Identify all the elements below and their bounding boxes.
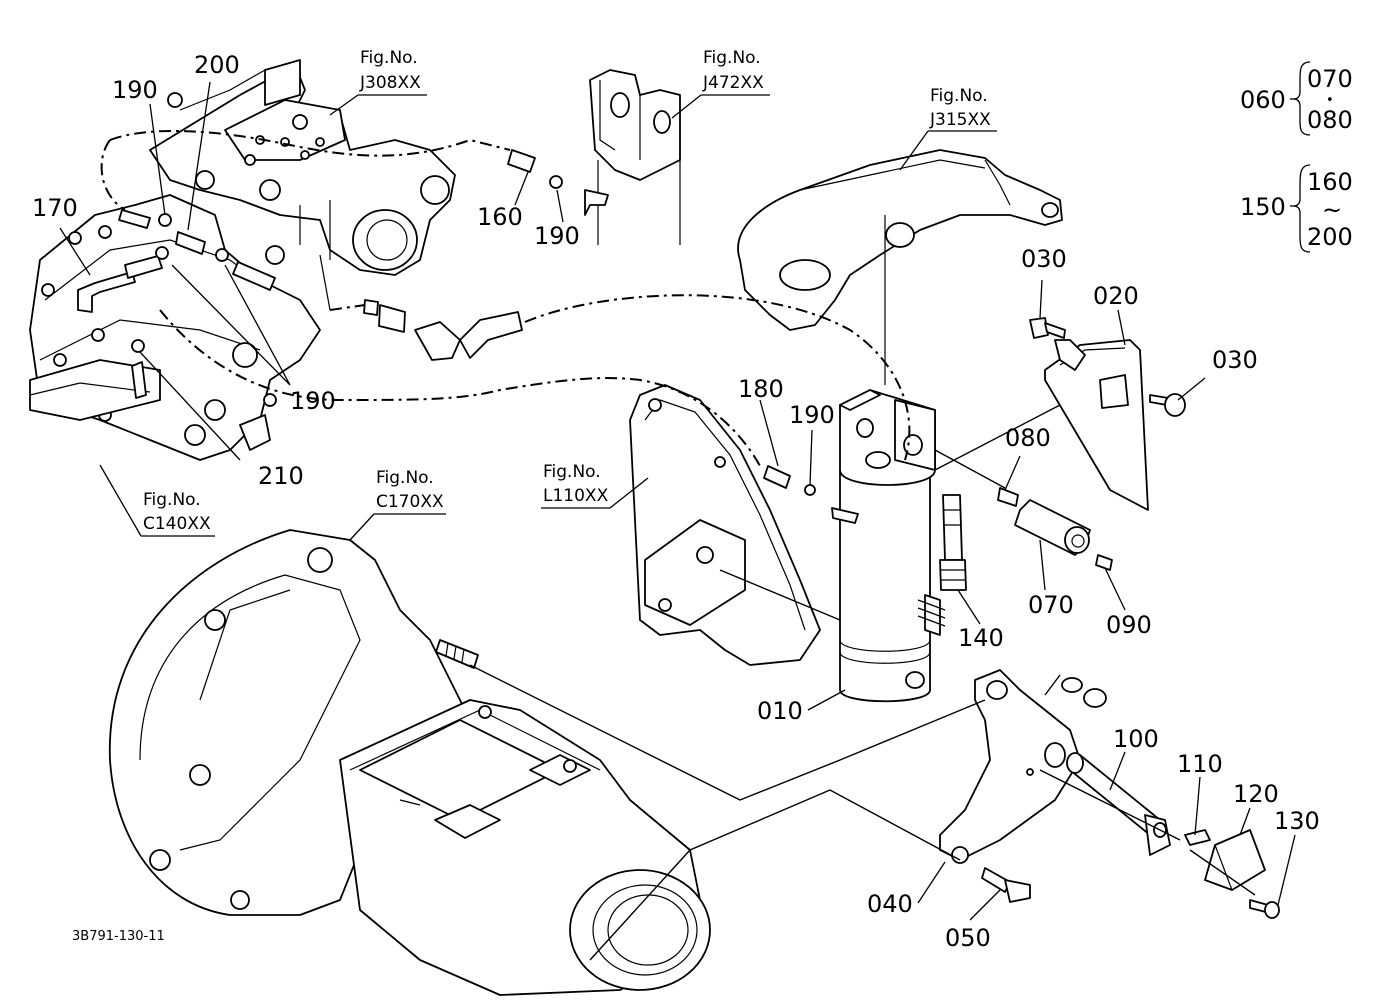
nut-washer xyxy=(1061,677,1107,708)
svg-text:J315XX: J315XX xyxy=(929,110,991,130)
callout-030-a[interactable]: 030 xyxy=(1021,245,1067,273)
fig-ref-j315[interactable]: Fig.No. J315XX xyxy=(899,86,997,171)
pin-100 xyxy=(1066,752,1171,856)
callout-130[interactable]: 130 xyxy=(1274,807,1320,835)
hose-fittings-left xyxy=(77,149,859,524)
hose-routes xyxy=(100,129,911,467)
callout-080-group[interactable]: 080 xyxy=(1307,106,1353,134)
part-callouts: 190 200 170 190 210 160 190 030 020 030 … xyxy=(32,51,1320,952)
svg-text:Fig.No.: Fig.No. xyxy=(703,48,761,68)
fig-ref-j472[interactable]: Fig.No. J472XX xyxy=(671,48,770,119)
svg-text:~: ~ xyxy=(1322,196,1342,224)
svg-text:Fig.No.: Fig.No. xyxy=(143,490,201,510)
svg-text:•: • xyxy=(1326,93,1334,108)
fig-ref-j308[interactable]: Fig.No. J308XX xyxy=(329,48,427,116)
callout-160[interactable]: 160 xyxy=(477,203,523,231)
callout-200[interactable]: 200 xyxy=(194,51,240,79)
fig-ref-l110[interactable]: Fig.No. L110XX xyxy=(541,462,649,509)
bolt-030-upper xyxy=(1029,317,1066,339)
bracket-040 xyxy=(939,669,1081,864)
svg-text:Fig.No.: Fig.No. xyxy=(376,468,434,488)
svg-text:Fig.No.: Fig.No. xyxy=(543,462,601,482)
bolt-030-right xyxy=(1149,393,1186,417)
svg-text:Fig.No.: Fig.No. xyxy=(930,86,988,106)
fig-ref-c170[interactable]: Fig.No. C170XX xyxy=(349,468,446,541)
callout-050[interactable]: 050 xyxy=(945,924,991,952)
assembly-lines xyxy=(469,404,1256,961)
leader-lines xyxy=(59,81,1296,921)
lift-arm xyxy=(737,149,1063,385)
svg-text:C140XX: C140XX xyxy=(143,514,211,534)
group-150: 150 160 ~ 200 xyxy=(1240,164,1353,253)
callout-040[interactable]: 040 xyxy=(867,890,913,918)
callout-120[interactable]: 120 xyxy=(1233,780,1279,808)
sensor-070 xyxy=(997,487,1113,571)
clip-110 xyxy=(1184,829,1211,846)
callout-080[interactable]: 080 xyxy=(1005,424,1051,452)
callout-010[interactable]: 010 xyxy=(757,697,803,725)
svg-text:C170XX: C170XX xyxy=(376,492,444,512)
svg-text:J308XX: J308XX xyxy=(359,73,421,93)
bolt-050 xyxy=(981,867,1031,903)
callout-180[interactable]: 180 xyxy=(738,375,784,403)
top-link-bracket xyxy=(589,69,681,245)
callout-160-group[interactable]: 160 xyxy=(1307,168,1353,196)
guard-plate xyxy=(1044,339,1149,511)
callout-090[interactable]: 090 xyxy=(1106,611,1152,639)
drawing-number: 3B791-130-11 xyxy=(72,929,165,944)
fitting-140 xyxy=(939,494,967,591)
callout-110[interactable]: 110 xyxy=(1177,750,1223,778)
cover-120 xyxy=(1204,829,1266,891)
callout-210[interactable]: 210 xyxy=(258,462,304,490)
fig-ref-c140[interactable]: Fig.No. C140XX xyxy=(99,464,215,537)
callout-190-b[interactable]: 190 xyxy=(290,387,336,415)
callout-170[interactable]: 170 xyxy=(32,194,78,222)
lift-cylinder xyxy=(839,389,946,703)
callout-100[interactable]: 100 xyxy=(1113,725,1159,753)
callout-190-d[interactable]: 190 xyxy=(789,401,835,429)
callout-200-group[interactable]: 200 xyxy=(1307,223,1353,251)
callout-150[interactable]: 150 xyxy=(1240,193,1286,221)
callout-060[interactable]: 060 xyxy=(1240,86,1286,114)
callout-020[interactable]: 020 xyxy=(1093,282,1139,310)
callout-190-c[interactable]: 190 xyxy=(534,222,580,250)
callout-070[interactable]: 070 xyxy=(1028,591,1074,619)
callout-030-b[interactable]: 030 xyxy=(1212,346,1258,374)
callout-190-a[interactable]: 190 xyxy=(112,76,158,104)
transmission-case xyxy=(109,529,711,996)
callout-070-group[interactable]: 070 xyxy=(1307,65,1353,93)
svg-text:J472XX: J472XX xyxy=(702,73,764,93)
group-060: 060 070 • 080 xyxy=(1240,61,1353,136)
svg-text:Fig.No.: Fig.No. xyxy=(360,48,418,68)
svg-text:L110XX: L110XX xyxy=(543,486,609,506)
callout-140[interactable]: 140 xyxy=(958,624,1004,652)
screw-130 xyxy=(1249,899,1280,919)
support-bracket xyxy=(629,384,821,666)
control-valve-assembly xyxy=(29,59,456,461)
